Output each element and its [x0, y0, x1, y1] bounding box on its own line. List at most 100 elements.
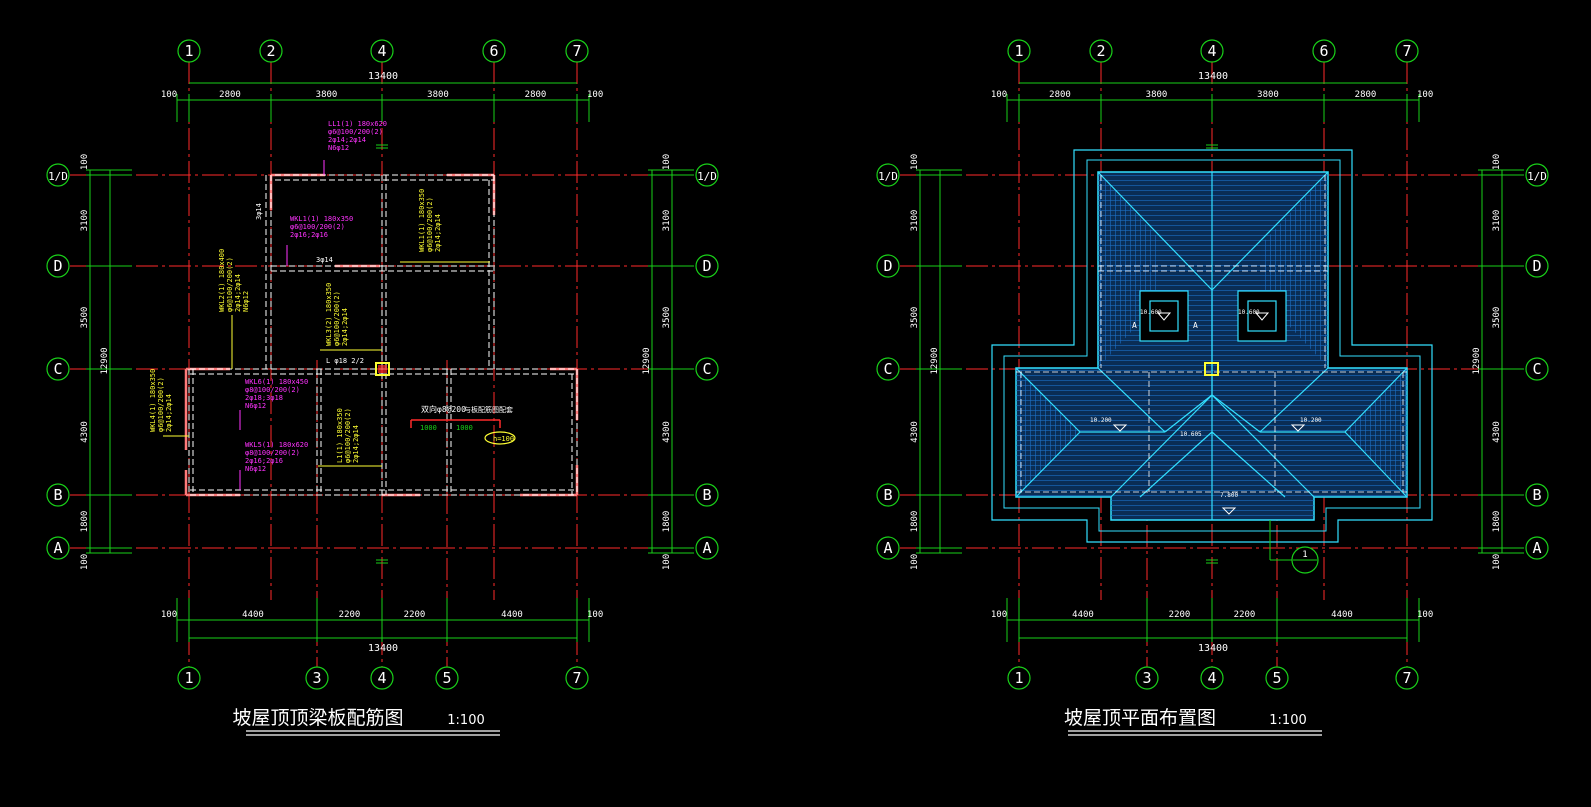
axis-bubble-bottom: 7 [572, 669, 581, 687]
dim-side-total: 12900 [642, 347, 652, 374]
beam-annotation-line: φ6@100/200(2) [333, 291, 341, 346]
beam-annotation-line: φ6@100/200(2) [344, 408, 352, 463]
axis-bubble-circle [370, 39, 394, 63]
roof-hip-line [1164, 394, 1213, 433]
axis-bubble-left: C [53, 360, 62, 378]
axis-bubble-circle [370, 666, 394, 690]
axis-bubble-left: 1/D [48, 170, 68, 183]
roof-hatch-v [1345, 368, 1407, 497]
axis-bubble-top: 1 [1014, 42, 1023, 60]
axis-bubble-circle [435, 666, 459, 690]
beam-annotation-line: L1(1) 180x350 [336, 408, 344, 463]
slab-dim: 1000 [456, 424, 473, 432]
column-marker [1204, 362, 1219, 376]
beam-annotation-line: N6φ12 [245, 465, 266, 473]
beam-annotation-line: WKL1(1) 180x350 [290, 215, 353, 223]
axis-bubble-bottom: 4 [1207, 669, 1216, 687]
axis-bubble-circle [46, 536, 70, 560]
roof-hatch-v [1265, 172, 1328, 368]
axis-bubble-circle [876, 483, 900, 507]
dim-side: 4300 [662, 421, 672, 443]
axis-bubble-top: 2 [1096, 42, 1105, 60]
beam-annotation-line: 2φ14;2φ14 [165, 394, 173, 432]
axis-bubble-circle [46, 163, 70, 187]
dim-top: 3800 [1146, 90, 1168, 100]
roof-hip-line [1015, 431, 1081, 498]
roof-hip-line [1139, 431, 1213, 498]
axis-bubble-circle [1395, 39, 1419, 63]
dim-bottom: 100 [161, 610, 177, 620]
dim-side: 1800 [80, 511, 90, 533]
elevation-label: 10.200 [1300, 417, 1322, 424]
axis-bubble-bottom: 1 [1014, 669, 1023, 687]
dim-top: 3800 [316, 90, 338, 100]
dim-side: 100 [910, 554, 920, 570]
dim-top: 100 [1417, 90, 1433, 100]
axis-bubble-bottom: 5 [1272, 669, 1281, 687]
chimney-inner [1149, 300, 1179, 332]
roof-eave-mid [1003, 159, 1421, 532]
beam-annotation-line: φ6@100/200(2) [157, 377, 165, 432]
axis-bubble-circle [695, 357, 719, 381]
dim-side: 3500 [662, 307, 672, 329]
dim-side: 1800 [910, 511, 920, 533]
dim-total-bottom: 13400 [1198, 643, 1228, 654]
elevation-label: 10.605 [1180, 431, 1202, 438]
axis-bubble-circle [1525, 536, 1549, 560]
dim-side: 4300 [1492, 421, 1502, 443]
roof-hip-line [1259, 367, 1329, 433]
dim-total-top: 13400 [368, 71, 398, 82]
roof-hip-line [1211, 171, 1329, 291]
chimney-outer [1237, 290, 1287, 342]
beam-annotation-line: 2φ14;2φ14 [328, 136, 366, 144]
elevation-triangle [1221, 507, 1237, 515]
beam-annotation-line: 2φ14;2φ14 [234, 274, 242, 312]
axis-bubble-circle [1007, 666, 1031, 690]
dim-side: 100 [80, 154, 90, 170]
dim-top: 2800 [525, 90, 547, 100]
rebar-label: 3φ14 [316, 256, 333, 264]
dim-top: 100 [161, 90, 177, 100]
dim-side-total: 12900 [930, 347, 940, 374]
axis-bubble-circle [695, 254, 719, 278]
axis-bubble-right: 1/D [1527, 170, 1547, 183]
beam-annotation-line: φ6@100/200(2) [426, 197, 434, 252]
dim-side-total: 12900 [1472, 347, 1482, 374]
axis-bubble-circle [1525, 163, 1549, 187]
dim-bottom: 4400 [242, 610, 264, 620]
axis-bubble-bottom: 3 [312, 669, 321, 687]
beam-annotation-line: 2φ16;2φ16 [290, 231, 328, 239]
beam-annotation-line: LL1(1) 180x620 [328, 120, 387, 128]
axis-bubble-right: C [702, 360, 711, 378]
elevation-label: 10.200 [1090, 417, 1112, 424]
dim-top: 100 [587, 90, 603, 100]
axis-bubble-circle [565, 39, 589, 63]
axis-bubble-right: 1/D [697, 170, 717, 183]
dim-bottom: 2200 [339, 610, 361, 620]
axis-bubble-right: C [1532, 360, 1541, 378]
axis-bubble-circle [46, 254, 70, 278]
axis-bubble-circle [46, 357, 70, 381]
dim-side: 100 [80, 554, 90, 570]
axis-bubble-circle [177, 39, 201, 63]
roof-hip-line [1211, 431, 1286, 498]
dim-side: 100 [1492, 154, 1502, 170]
axis-bubble-left: D [53, 257, 62, 275]
dim-bottom: 100 [1417, 610, 1433, 620]
axis-bubble-circle [1265, 666, 1289, 690]
axis-bubble-right: A [1532, 539, 1541, 557]
rebar-label: 3φ14 [255, 203, 263, 220]
axis-bubble-circle [1135, 666, 1159, 690]
axis-bubble-circle [1525, 483, 1549, 507]
beam-annotation-line: φ8@100/200(2) [245, 386, 300, 394]
plan-scale: 1:100 [447, 713, 484, 728]
axis-bubble-left: A [883, 539, 892, 557]
dim-bottom: 100 [587, 610, 603, 620]
axis-bubble-circle [482, 39, 506, 63]
axis-bubble-circle [876, 536, 900, 560]
axis-bubble-circle [1200, 666, 1224, 690]
